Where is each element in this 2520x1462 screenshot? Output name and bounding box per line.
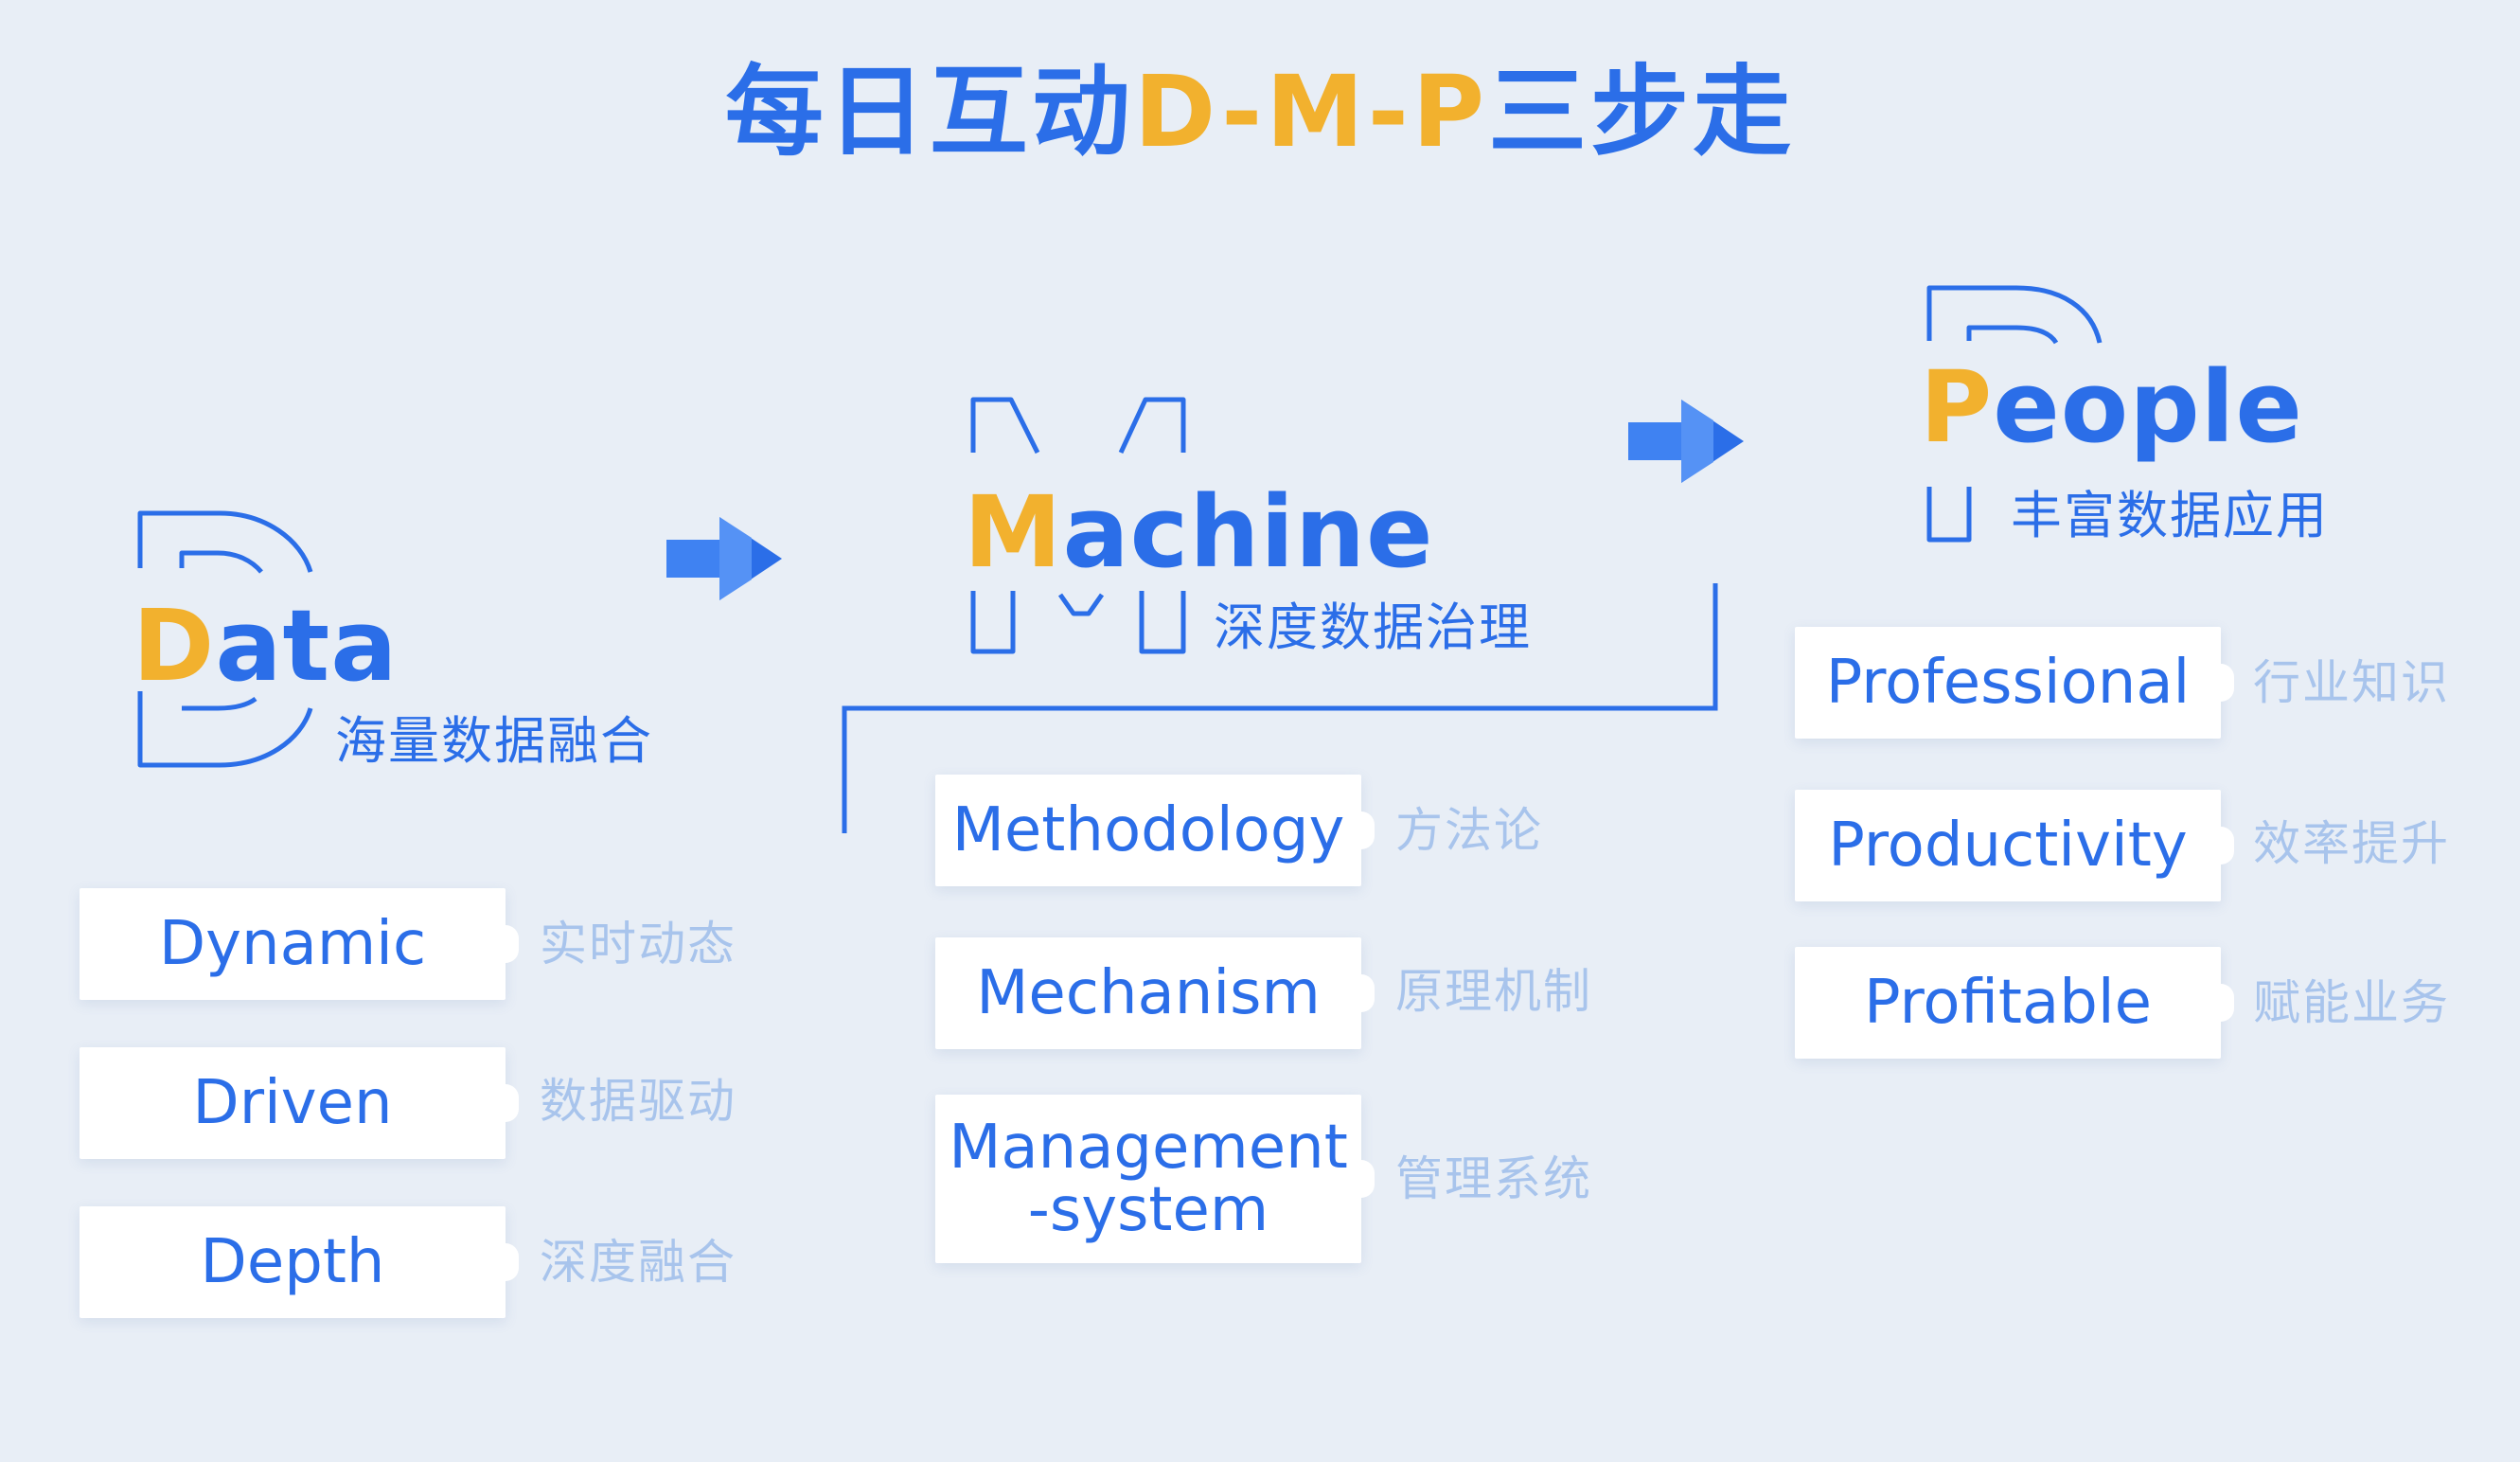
stage-machine-title: Machine bbox=[964, 483, 1434, 581]
card-productivity: Productivity bbox=[1795, 790, 2234, 901]
card-dynamic: Dynamic bbox=[80, 888, 519, 1000]
card-driven: Driven bbox=[80, 1047, 519, 1159]
card-note: 数据驱动 bbox=[540, 1074, 736, 1129]
staircase-line bbox=[0, 580, 2520, 836]
card-note: 管理系统 bbox=[1395, 1151, 1592, 1206]
arrow-right-icon bbox=[666, 517, 782, 600]
card-note: 深度融合 bbox=[540, 1235, 736, 1290]
card-management-system: Management -system bbox=[935, 1095, 1375, 1263]
card-label: Professional bbox=[1825, 648, 2191, 718]
stage-data-rest: ata bbox=[215, 588, 399, 704]
card-label-line: -system bbox=[1027, 1175, 1269, 1245]
card-label: Dynamic bbox=[158, 909, 427, 979]
letter-p-outline-icon bbox=[1926, 285, 2103, 543]
stage-machine-subtitle: 深度数据治理 bbox=[1214, 597, 1532, 657]
stage-machine-rest: achine bbox=[1062, 474, 1434, 590]
card-professional: Professional bbox=[1795, 627, 2234, 739]
card-note: 赋能业务 bbox=[2253, 975, 2450, 1030]
card-label: Profitable bbox=[1864, 968, 2152, 1038]
card-label: Driven bbox=[192, 1068, 393, 1138]
card-note: 行业知识 bbox=[2253, 655, 2450, 710]
stage-people-title: People bbox=[1920, 358, 2303, 456]
card-label: Mechanism bbox=[976, 958, 1321, 1028]
card-note: 方法论 bbox=[1395, 803, 1543, 858]
card-note: 效率提升 bbox=[2253, 816, 2450, 871]
stage-data-initial: D bbox=[133, 588, 216, 704]
card-label-line: Management bbox=[949, 1113, 1348, 1183]
title-suffix: 三步走 bbox=[1488, 54, 1796, 169]
card-note: 原理机制 bbox=[1395, 964, 1592, 1019]
card-profitable: Profitable bbox=[1795, 947, 2234, 1059]
card-label: Methodology bbox=[951, 795, 1345, 865]
stage-data-title: Data bbox=[133, 597, 398, 695]
stage-data-subtitle: 海量数据融合 bbox=[335, 711, 653, 771]
letter-d-outline-icon bbox=[137, 510, 313, 768]
card-label: Depth bbox=[200, 1227, 385, 1297]
stage-machine-initial: M bbox=[964, 474, 1063, 590]
stage-people-subtitle: 丰富数据应用 bbox=[2011, 486, 2329, 545]
title-prefix: 每日互动 bbox=[724, 54, 1134, 169]
card-depth: Depth bbox=[80, 1206, 519, 1318]
card-methodology: Methodology bbox=[935, 775, 1375, 886]
stage-people-rest: eople bbox=[1993, 349, 2303, 465]
card-label: Productivity bbox=[1828, 811, 2188, 881]
arrow-right-icon bbox=[1628, 400, 1744, 483]
title-accent: D-M-P bbox=[1133, 54, 1489, 169]
card-label: Management -system bbox=[949, 1116, 1348, 1241]
card-mechanism: Mechanism bbox=[935, 937, 1375, 1049]
card-note: 实时动态 bbox=[540, 917, 736, 972]
stage-people-initial: P bbox=[1920, 349, 1994, 465]
page-title: 每日互动D-M-P三步走 bbox=[0, 45, 2520, 178]
letter-m-outline-icon bbox=[970, 397, 1186, 654]
